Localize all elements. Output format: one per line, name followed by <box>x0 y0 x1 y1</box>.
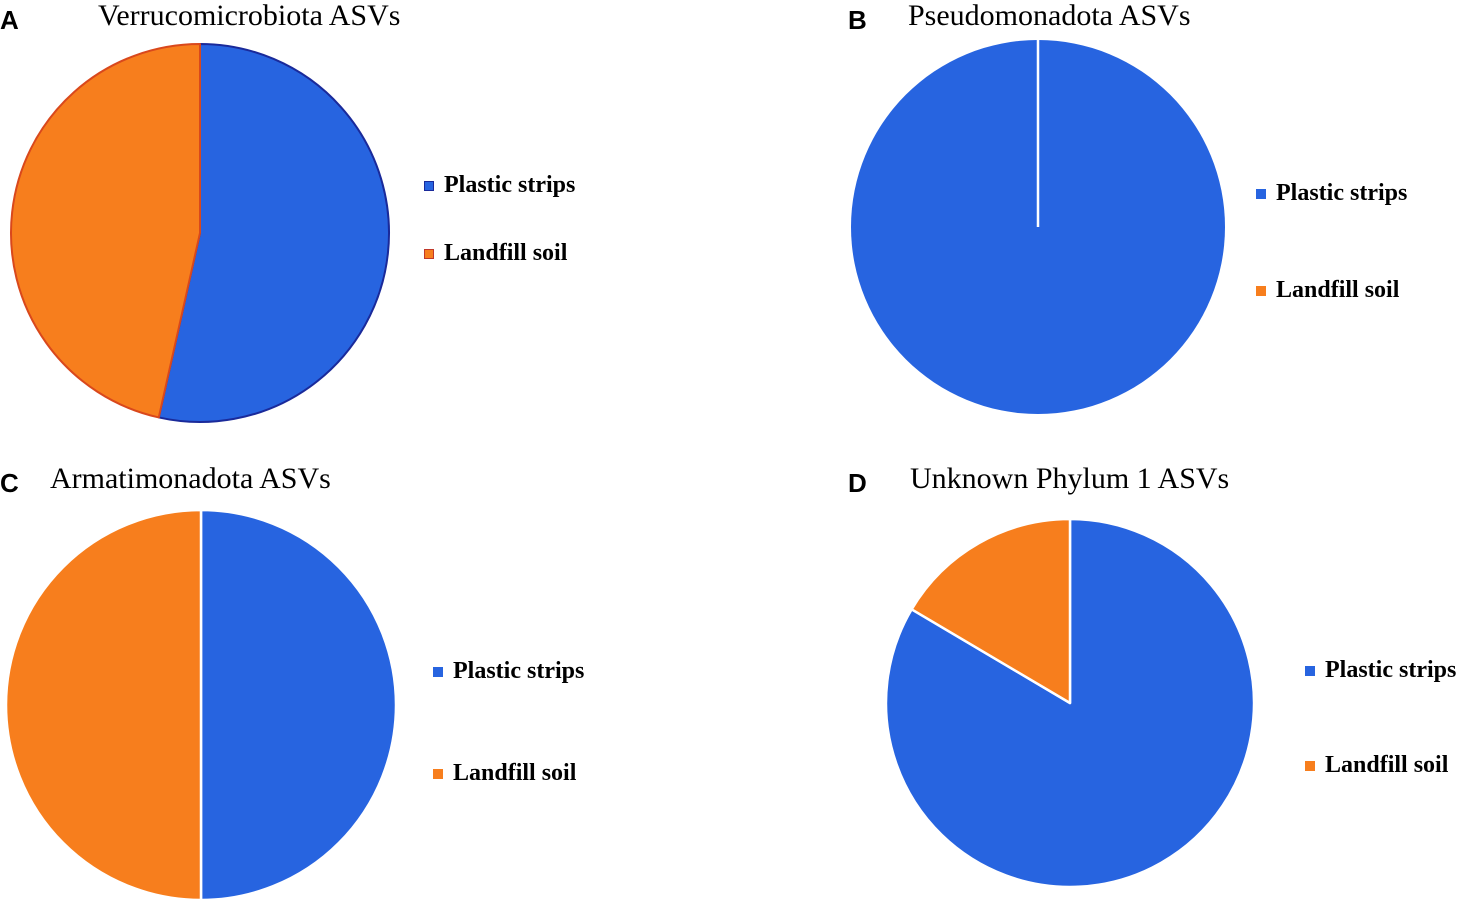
legend-swatch-plastic <box>424 180 434 191</box>
legend-label: Landfill soil <box>1276 277 1400 303</box>
legend-swatch-landfill <box>1256 285 1266 296</box>
chart-title: Unknown Phylum 1 ASVs <box>910 462 1230 495</box>
pie-slice-landfill-soil <box>910 517 1072 705</box>
legend-label: Landfill soil <box>453 760 577 786</box>
legend-item-plastic-strips: Plastic strips <box>433 658 584 685</box>
pie-chart <box>851 40 1225 414</box>
legend-item-plastic-strips: Plastic strips <box>424 172 575 199</box>
legend-swatch-plastic <box>433 666 443 677</box>
legend-item-landfill-soil: Landfill soil <box>424 240 567 267</box>
chart-title: Verrucomicrobiota ASVs <box>98 0 401 32</box>
legend-item-plastic-strips: Plastic strips <box>1305 657 1456 684</box>
legend-swatch-plastic <box>1305 665 1315 676</box>
panel-a: A Verrucomicrobiota ASVs Plastic strips … <box>0 0 738 451</box>
legend-swatch-landfill <box>433 768 443 779</box>
pie-chart <box>884 517 1256 889</box>
panel-letter: C <box>0 468 19 498</box>
legend-swatch-landfill <box>1305 760 1315 771</box>
legend-item-landfill-soil: Landfill soil <box>433 760 576 787</box>
legend-swatch-landfill <box>424 248 434 259</box>
pie-chart <box>4 508 398 902</box>
panel-d: D Unknown Phylum 1 ASVs Plastic strips L… <box>738 451 1476 903</box>
panel-letter: B <box>848 5 867 35</box>
chart-title: Pseudomonadota ASVs <box>908 0 1191 32</box>
legend-label: Plastic strips <box>444 172 576 198</box>
pie-slice-plastic-strips <box>157 43 390 423</box>
chart-title: Armatimonadota ASVs <box>50 462 331 495</box>
legend-item-landfill-soil: Landfill soil <box>1305 752 1448 779</box>
pie-slice-plastic-strips <box>884 517 1256 889</box>
legend-label: Plastic strips <box>1325 657 1457 683</box>
legend-swatch-plastic <box>1256 188 1266 199</box>
panel-letter: D <box>848 468 867 498</box>
panel-b: B Pseudomonadota ASVs Plastic strips Lan… <box>738 0 1476 451</box>
legend-item-plastic-strips: Plastic strips <box>1256 180 1407 207</box>
pie-slice-plastic-strips <box>199 508 398 902</box>
legend-item-landfill-soil: Landfill soil <box>1256 277 1399 304</box>
legend-label: Landfill soil <box>444 240 568 266</box>
pie-slice-landfill-soil <box>4 508 203 902</box>
pie-chart <box>10 43 390 423</box>
panel-c: C Armatimonadota ASVs Plastic strips Lan… <box>0 451 738 903</box>
legend-label: Plastic strips <box>1276 180 1408 206</box>
legend-label: Landfill soil <box>1325 752 1449 778</box>
legend-label: Plastic strips <box>453 658 585 684</box>
pie-slice-landfill-soil <box>10 43 201 419</box>
panel-letter: A <box>0 5 19 35</box>
